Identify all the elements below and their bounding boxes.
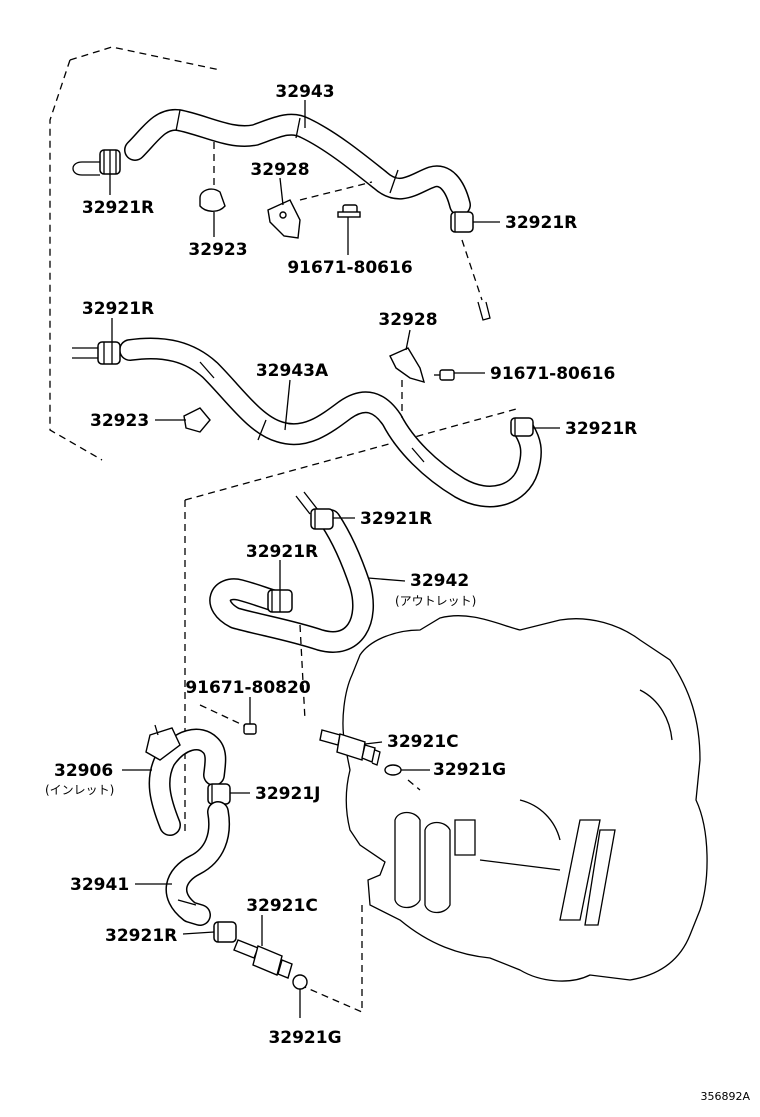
label-32923-top: 32923 <box>188 240 247 260</box>
label-32921r-2: 32921R <box>505 213 577 233</box>
clamp-32921r-7 <box>213 921 237 943</box>
oring-32921g-1 <box>384 764 421 791</box>
part-labels: 32943 32928 32921R 32923 32921R 91671-80… <box>45 82 750 1103</box>
label-91671-80616-mid: 91671-80616 <box>490 364 615 384</box>
label-32921j: 32921J <box>255 784 320 804</box>
label-32941: 32941 <box>70 875 129 895</box>
label-32943: 32943 <box>275 82 334 102</box>
label-32906: 32906 <box>54 761 113 781</box>
label-32923-mid: 32923 <box>90 411 149 431</box>
hose-32942-guide <box>299 624 306 721</box>
hose-32941 <box>165 801 231 926</box>
label-32928-top: 32928 <box>250 160 309 180</box>
label-32921r-7: 32921R <box>105 926 177 946</box>
oring-32921g-2 <box>292 974 308 990</box>
label-32906-inlet: (インレット) <box>45 783 114 797</box>
label-32942: 32942 <box>410 571 469 591</box>
label-32942-outlet: (アウトレット) <box>395 594 476 608</box>
label-32921r-4: 32921R <box>565 419 637 439</box>
label-32921c-2: 32921C <box>246 896 318 916</box>
clamp-32921r-3 <box>72 341 121 365</box>
transmission-case <box>342 615 708 982</box>
label-32921r-5: 32921R <box>360 509 432 529</box>
clamp-32921j <box>207 783 231 805</box>
label-32921r-1: 32921R <box>82 198 154 218</box>
fitting-32921c-1 <box>319 729 381 766</box>
label-32921r-6: 32921R <box>246 542 318 562</box>
lower-frame <box>184 407 521 1013</box>
bracket-32923-top <box>199 142 226 212</box>
diagram-reference-code: 356892A <box>700 1090 750 1103</box>
clamp-32921r-4 <box>510 417 534 437</box>
hose-32943a <box>119 337 542 508</box>
hose-32943 <box>124 108 471 216</box>
bracket-32923-mid <box>183 407 211 433</box>
label-32928-mid: 32928 <box>378 310 437 330</box>
hose-32906 <box>145 724 227 836</box>
label-91671-80820: 91671-80820 <box>185 678 311 698</box>
label-32943a: 32943A <box>256 361 329 381</box>
bolt-91671-80820 <box>199 704 257 735</box>
label-32921r-3: 32921R <box>82 299 154 319</box>
label-91671-80616-top: 91671-80616 <box>287 258 412 278</box>
bracket-32928-mid <box>389 347 426 418</box>
clamp-32921r-6 <box>267 589 293 613</box>
leader-lines <box>109 100 560 1018</box>
clamp-32921r-1 <box>72 149 121 176</box>
bracket-32928-top <box>267 181 373 239</box>
label-32921g-2: 32921G <box>268 1028 341 1048</box>
bolt-91671-80616-top <box>337 204 361 218</box>
clamp-32921r-2 <box>450 211 491 321</box>
hose-32942 <box>209 509 374 653</box>
upper-frame <box>49 46 221 461</box>
bolt-91671-80616-mid <box>434 369 455 381</box>
label-32921g-1: 32921G <box>433 760 506 780</box>
label-32921c-1: 32921C <box>387 732 459 752</box>
clamp-32921r-5 <box>295 491 334 530</box>
fitting-32921c-2 <box>233 939 293 979</box>
